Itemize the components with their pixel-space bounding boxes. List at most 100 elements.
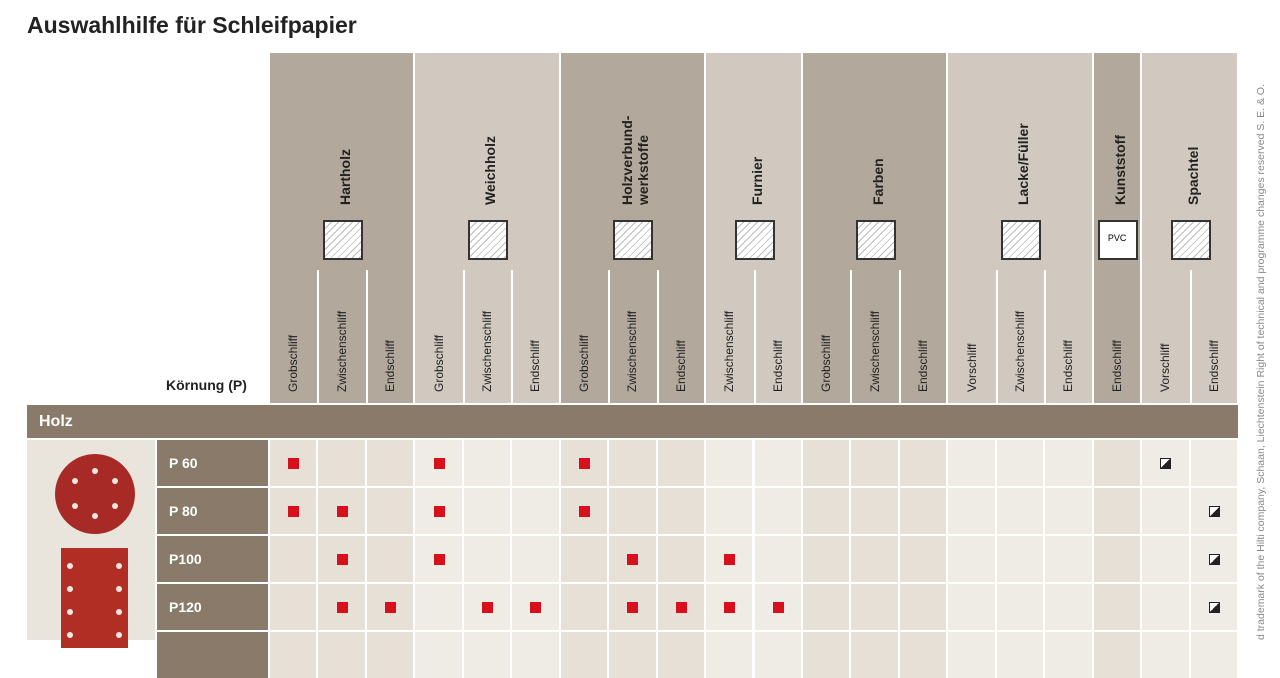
table-cell xyxy=(270,536,317,582)
table-cell xyxy=(657,440,705,486)
recommended-mark xyxy=(336,506,348,517)
table-cell xyxy=(706,440,753,486)
table-cell xyxy=(996,440,1044,486)
table-cell xyxy=(318,584,365,630)
table-cell xyxy=(1045,440,1092,486)
table-cell xyxy=(851,584,898,630)
table-cell xyxy=(948,536,995,582)
table-cell xyxy=(270,488,317,534)
composite-wood-icon xyxy=(613,220,654,260)
table-cell xyxy=(318,488,365,534)
table-cell xyxy=(802,584,850,630)
table-cell xyxy=(657,536,705,582)
recommended-mark xyxy=(578,506,590,517)
group-label: Farben xyxy=(869,158,886,205)
group-label: Hartholz xyxy=(336,149,353,205)
table-cell xyxy=(948,632,995,678)
recommended-mark xyxy=(772,602,784,613)
table-cell xyxy=(270,632,317,678)
recommended-mark xyxy=(482,602,494,613)
table-cell xyxy=(899,584,947,630)
grain-row-label: P100 xyxy=(157,536,268,582)
table-cell xyxy=(318,536,365,582)
hole xyxy=(112,503,118,509)
group-label: Kunststoff xyxy=(1111,135,1128,205)
table-cell xyxy=(512,584,559,630)
table-cell xyxy=(899,440,947,486)
table-cell xyxy=(754,536,801,582)
table-cell xyxy=(754,488,801,534)
hole xyxy=(72,478,78,484)
recommended-mark xyxy=(627,602,639,613)
table-cell xyxy=(899,536,947,582)
table-cell xyxy=(415,632,462,678)
recommended-mark xyxy=(336,602,348,613)
table-cell xyxy=(415,584,462,630)
table-cell xyxy=(366,632,414,678)
recommended-mark xyxy=(433,554,445,565)
hole xyxy=(92,468,98,474)
grain-row-label: P 80 xyxy=(157,488,268,534)
table-cell xyxy=(754,584,801,630)
grain-label: Körnung (P) xyxy=(166,377,247,393)
subcolumn-label: Grobschliff xyxy=(286,334,301,392)
subcolumn-label: Vorschliff xyxy=(964,343,979,392)
subcolumn-label: Endschliff xyxy=(673,340,688,392)
subcolumn-label: Vorschliff xyxy=(1158,343,1173,392)
table-cell xyxy=(1093,440,1141,486)
subcolumn-label: Grobschliff xyxy=(819,334,834,392)
table-cell xyxy=(802,488,850,534)
table-cell xyxy=(463,440,511,486)
table-cell xyxy=(415,440,462,486)
sanding-sheet-image xyxy=(61,548,128,648)
paint-icon xyxy=(855,220,896,260)
hole xyxy=(67,586,73,592)
table-cell xyxy=(1142,440,1189,486)
subcolumn-label: Zwischenschliff xyxy=(1012,310,1027,392)
hole xyxy=(116,586,122,592)
table-cell xyxy=(609,440,656,486)
recommended-mark xyxy=(336,554,348,565)
group-label: Weichholz xyxy=(482,136,499,205)
recommended-mark xyxy=(627,554,639,565)
divider xyxy=(656,270,659,403)
table-cell xyxy=(318,440,365,486)
table-cell xyxy=(560,584,608,630)
table-cell xyxy=(415,488,462,534)
table-cell xyxy=(754,440,801,486)
table-cell xyxy=(754,632,801,678)
subcolumn-label: Zwischenschliff xyxy=(722,310,737,392)
hole xyxy=(116,632,122,638)
table-cell xyxy=(609,632,656,678)
table-cell xyxy=(851,536,898,582)
divider xyxy=(898,270,901,403)
table-cell xyxy=(1142,584,1189,630)
subcolumn-label: Grobschliff xyxy=(576,334,591,392)
table-cell xyxy=(1190,584,1237,630)
table-cell xyxy=(609,584,656,630)
table-cell xyxy=(1093,632,1141,678)
divider xyxy=(462,270,465,403)
table-cell xyxy=(512,632,559,678)
table-cell xyxy=(996,632,1044,678)
divider xyxy=(365,270,368,403)
section-holz: Holz xyxy=(27,405,1238,438)
table-cell xyxy=(366,584,414,630)
table-cell xyxy=(366,536,414,582)
subcolumn-label: Zwischenschliff xyxy=(625,310,640,392)
subcolumn-label: Endschliff xyxy=(383,340,398,392)
table-cell xyxy=(657,488,705,534)
table-cell xyxy=(851,632,898,678)
hardwood-icon xyxy=(322,220,363,260)
icon-text: PVC xyxy=(1107,233,1127,243)
group-label: Furnier xyxy=(748,156,765,205)
table-cell xyxy=(463,584,511,630)
recommended-mark xyxy=(724,602,736,613)
table-cell xyxy=(1093,584,1141,630)
table-cell xyxy=(706,536,753,582)
table-cell xyxy=(802,632,850,678)
grain-row-label: P 60 xyxy=(157,440,268,486)
table-cell xyxy=(1142,488,1189,534)
pvc-icon: PVC xyxy=(1097,220,1138,260)
sanding-disc-image xyxy=(55,454,135,534)
